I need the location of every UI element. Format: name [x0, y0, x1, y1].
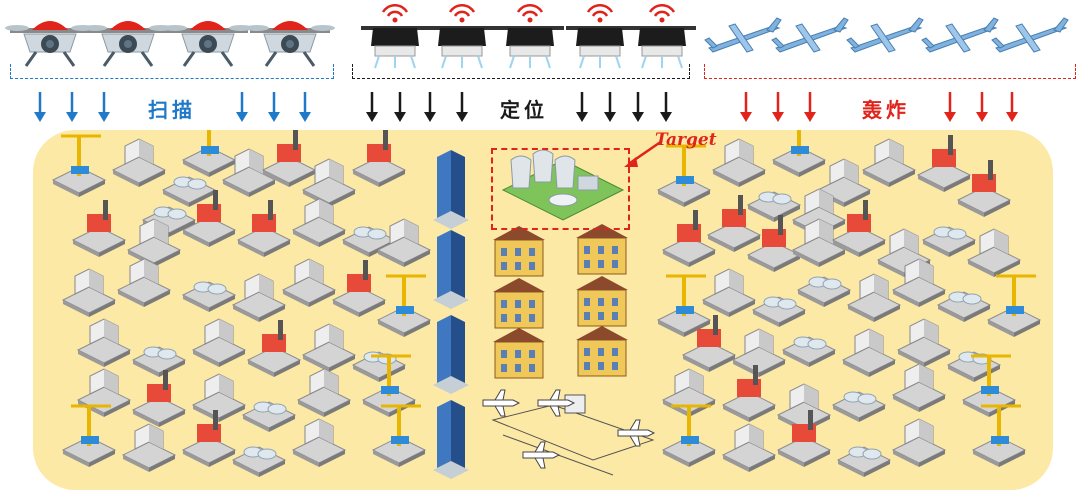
- target-label: Target: [655, 130, 717, 150]
- power-plant-icon: [501, 149, 625, 221]
- airport-icon: [482, 389, 655, 476]
- bomb-drones: [704, 17, 1069, 53]
- locate-drones: [359, 3, 698, 70]
- scan-group-bracket: [10, 64, 334, 79]
- target-box: [491, 148, 630, 230]
- locate-label: 定位: [500, 98, 548, 122]
- bomb-group-bracket: [704, 64, 1076, 79]
- target-arrow: [624, 139, 663, 167]
- right-district: [658, 130, 1040, 477]
- left-district: [53, 130, 430, 477]
- scan-label: 扫描: [148, 98, 196, 122]
- locate-group-bracket: [352, 64, 690, 79]
- office-towers: [433, 150, 469, 479]
- city-buildings: [33, 130, 1053, 479]
- apartment-blocks: [492, 223, 629, 379]
- bomb-label: 轰炸: [862, 98, 910, 122]
- scan-drones: [3, 19, 337, 68]
